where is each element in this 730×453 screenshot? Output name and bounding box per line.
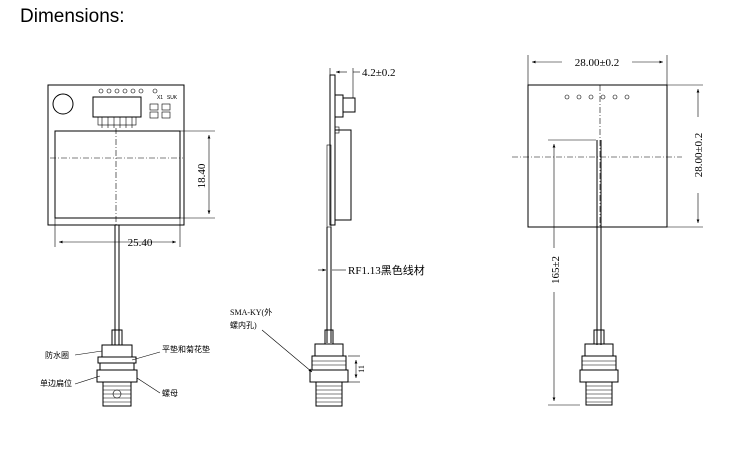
back-view: 28.00±0.2 28.00±0.2 165±2 xyxy=(512,55,706,406)
side-patch xyxy=(334,129,352,221)
side-washer-stack xyxy=(311,355,347,371)
connector-label-line2: 螺内孔) xyxy=(230,320,257,330)
side-waterproof-ring xyxy=(314,343,344,357)
side-nut xyxy=(309,369,349,383)
front-view: X1 SUK 18.40 25.40 防水圈 平垫和 xyxy=(40,84,215,407)
pcb-mark-2: SUK xyxy=(167,95,178,101)
smd-pad xyxy=(149,111,159,119)
pin-header-base xyxy=(97,116,137,126)
callout-washer: 平垫和菊花垫 xyxy=(162,344,210,354)
side-cable-jacket xyxy=(326,144,332,228)
back-washer-stack xyxy=(581,355,617,371)
back-pin-holes xyxy=(564,94,630,100)
connector-label-line1: SMA-KY(外 xyxy=(230,307,272,317)
callout-waterproof: 防水圈 xyxy=(45,350,69,360)
smd-pad xyxy=(161,111,171,119)
leader-line xyxy=(261,329,313,373)
side-cable-boot xyxy=(324,329,334,345)
side-header-pins xyxy=(342,97,356,113)
dim-height-back: 28.00±0.2 xyxy=(693,133,705,178)
leader-line xyxy=(136,377,161,394)
sma-center-pin xyxy=(112,389,122,399)
back-nut xyxy=(579,369,619,383)
leader-line xyxy=(74,375,101,385)
smd-pad xyxy=(161,103,171,111)
antenna-patch xyxy=(54,130,181,219)
header-pads xyxy=(98,88,158,94)
back-sma-thread xyxy=(585,381,613,406)
callout-flat: 单边扁位 xyxy=(40,378,72,388)
mounting-hole-icon xyxy=(52,93,74,115)
cable-boot xyxy=(111,329,123,346)
cable-label: RF1.13黑色线材 xyxy=(348,263,425,277)
dim-width-back: 28.00±0.2 xyxy=(575,57,620,69)
leader-line xyxy=(131,351,161,361)
pin-header xyxy=(92,96,142,118)
dim-nut: 11 xyxy=(357,365,366,373)
dim-thickness: 4.2±0.2 xyxy=(362,67,396,79)
washer xyxy=(97,356,137,364)
dim-cable-length: 165±2 xyxy=(550,256,562,284)
side-header xyxy=(334,94,344,118)
dim-height-front: 18.40 xyxy=(196,163,208,188)
side-view: 4.2±0.2 RF1.13黑色线材 11 SMA-KY(外 螺内孔) xyxy=(230,67,425,407)
page-title: Dimensions: xyxy=(20,6,125,27)
callout-nut: 螺母 xyxy=(162,388,178,398)
nut xyxy=(96,369,138,383)
waterproof-ring xyxy=(101,344,133,358)
back-cable-boot xyxy=(593,329,605,345)
lock-washer xyxy=(99,362,135,371)
dim-width-front: 25.40 xyxy=(128,237,153,249)
header-pins xyxy=(101,117,133,128)
back-waterproof-ring xyxy=(584,343,614,357)
smd-pad xyxy=(149,103,159,111)
pcb-mark-1: X1 xyxy=(157,95,163,101)
leader-line xyxy=(74,350,103,356)
